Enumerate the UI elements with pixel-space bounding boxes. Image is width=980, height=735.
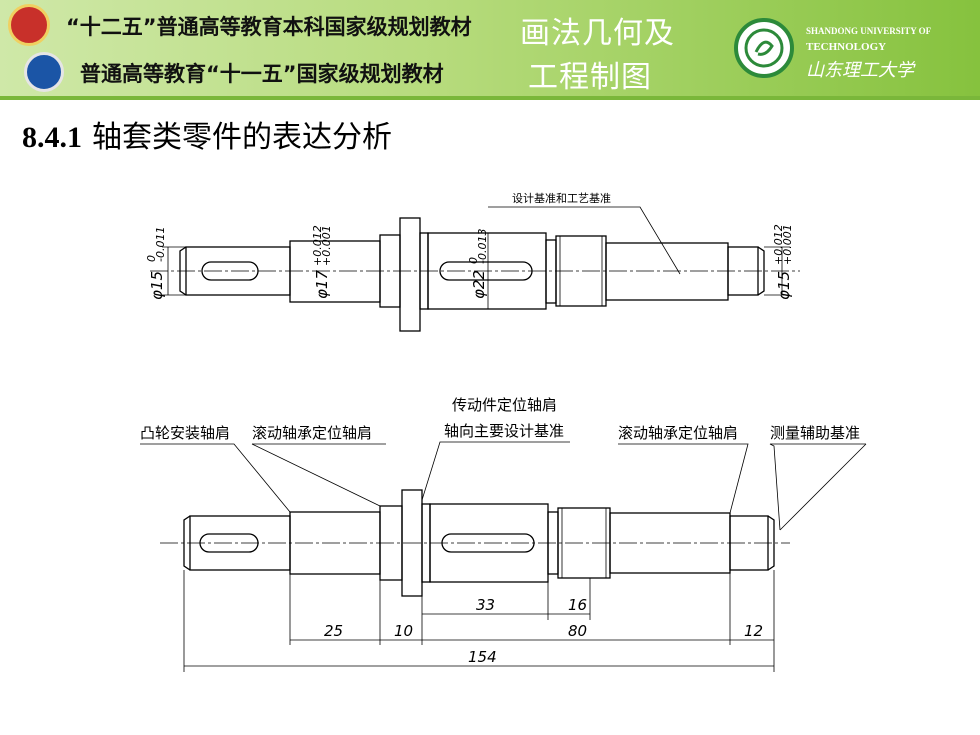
top-left-chamfer bbox=[179, 246, 187, 296]
dim-phi15-right: φ15 bbox=[775, 271, 793, 300]
label-design-datum: 设计基准和工艺基准 bbox=[512, 192, 611, 205]
tol-upper: +0.012 bbox=[772, 224, 785, 265]
university-seal-icon bbox=[734, 18, 794, 78]
series-line-1: “十二五”普通高等教育本科国家级规划教材 bbox=[66, 15, 472, 39]
bottom-keyway-left bbox=[199, 533, 259, 553]
section-title: 8.4.1 轴套类零件的表达分析 bbox=[22, 112, 392, 156]
series-logo-icon bbox=[24, 52, 64, 92]
leader-design-datum bbox=[488, 206, 681, 275]
bottom-shaft-drawing: 33 16 25 10 80 12 154 凸轮安装轴肩 滚动轴承定位轴肩 传动… bbox=[140, 396, 867, 672]
label-measurement-datum: 测量辅助基准 bbox=[770, 424, 860, 442]
leader-measurement-datum bbox=[769, 443, 866, 531]
leader-cam-shoulder bbox=[140, 443, 291, 513]
tol-upper: 0 bbox=[467, 257, 480, 264]
tol-lower: -0.013 bbox=[476, 229, 489, 264]
top-collar bbox=[399, 217, 421, 332]
dim-25: 25 bbox=[324, 622, 343, 640]
header-banner: “十二五”普通高等教育本科国家级规划教材 普通高等教育“十一五”国家级规划教材 … bbox=[0, 0, 980, 100]
tol-upper: +0.012 bbox=[311, 225, 324, 266]
bottom-right-chamfer bbox=[767, 515, 775, 571]
dim-phi17: φ17 bbox=[313, 270, 331, 299]
tol-lower: -0.011 bbox=[154, 227, 167, 262]
university-name-en-2: TECHNOLOGY bbox=[806, 41, 887, 53]
bottom-left-chamfer bbox=[183, 515, 191, 571]
label-bearing-shoulder-left: 滚动轴承定位轴肩 bbox=[252, 424, 372, 442]
tol-upper: 0 bbox=[145, 255, 158, 262]
tol-lower: +0.001 bbox=[320, 225, 333, 266]
label-cam-shoulder: 凸轮安装轴肩 bbox=[140, 424, 230, 442]
top-keyway-left bbox=[201, 261, 259, 281]
university-name-cn: 山东理工大学 bbox=[806, 60, 914, 81]
section-number: 8.4.1 bbox=[22, 121, 82, 154]
series-logo-icon bbox=[8, 4, 50, 46]
leader-transmission bbox=[421, 441, 570, 501]
bottom-keyway-right bbox=[441, 533, 535, 553]
bottom-segment-7 bbox=[729, 515, 769, 571]
series-line-2: 普通高等教育“十一五”国家级规划教材 bbox=[80, 62, 444, 86]
leader-measurement-diagonal bbox=[779, 443, 867, 531]
banner-divider bbox=[0, 96, 980, 100]
dim-80: 80 bbox=[568, 622, 587, 640]
dim-phi22: φ22 bbox=[470, 270, 488, 299]
section-title-text: 轴套类零件的表达分析 bbox=[92, 120, 392, 155]
dim-16: 16 bbox=[568, 596, 587, 614]
top-segment-2 bbox=[289, 240, 381, 303]
label-transmission-1: 传动件定位轴肩 bbox=[452, 396, 557, 414]
dim-phi15-left: φ15 bbox=[148, 271, 166, 300]
leader-bearing-shoulder-right bbox=[618, 443, 749, 514]
top-segment-7 bbox=[727, 246, 759, 296]
top-shaft-drawing: φ15 0 -0.011 φ17 +0.012 +0.001 φ22 0 -0.… bbox=[145, 192, 800, 332]
dim-10: 10 bbox=[394, 622, 413, 640]
top-segment-5 bbox=[545, 239, 557, 304]
dim-33: 33 bbox=[476, 596, 495, 614]
top-right-chamfer bbox=[757, 246, 765, 296]
dim-154: 154 bbox=[468, 648, 497, 666]
dim-12: 12 bbox=[744, 622, 763, 640]
university-name-en-1: SHANDONG UNIVERSITY OF bbox=[806, 26, 932, 36]
label-bearing-shoulder-right: 滚动轴承定位轴肩 bbox=[618, 424, 738, 442]
label-transmission-2: 轴向主要设计基准 bbox=[444, 422, 564, 440]
tol-lower: +0.001 bbox=[781, 224, 794, 265]
book-title-line-2: 工程制图 bbox=[528, 60, 652, 95]
leader-bearing-shoulder-left bbox=[251, 443, 381, 507]
top-keyway-right bbox=[439, 261, 533, 281]
book-title-line-1: 画法几何及 bbox=[520, 16, 675, 51]
